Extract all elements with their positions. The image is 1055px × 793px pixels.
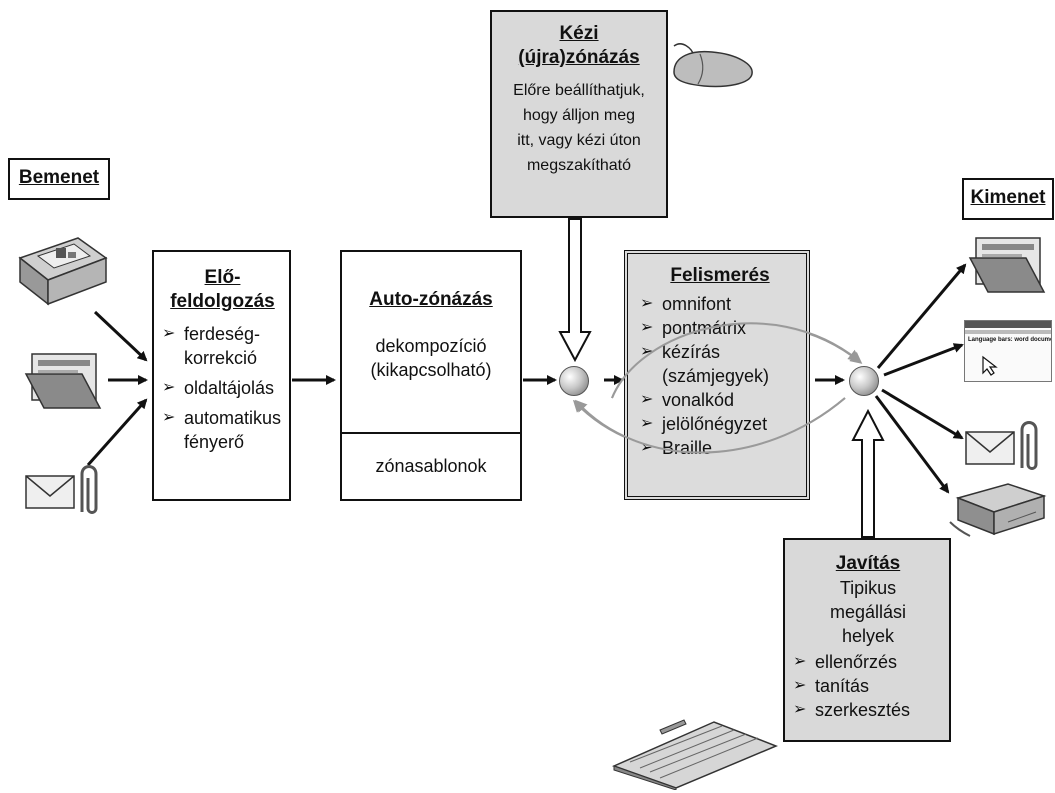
marker-icon: ➢ — [793, 677, 807, 694]
cursor-icon — [982, 355, 998, 376]
list-item: ➢ Braille — [638, 436, 802, 460]
manual-description: Előre beállíthatjuk, hogy álljon meg itt… — [492, 78, 666, 178]
correction-item-text: tanítás — [815, 676, 870, 696]
autozone-box: Auto-zónázás dekompozíció (kikapcsolható… — [340, 250, 522, 501]
preprocess-item-text: oldaltájolás — [184, 378, 275, 398]
preprocess-box: Elő- feldolgozás ➢ ferdeség-korrekció ➢ ol… — [152, 250, 291, 501]
preprocess-item-text: automatikus — [184, 408, 282, 428]
list-item: ➢ jelölőnégyzet — [638, 412, 802, 436]
correction-title: Javítás — [835, 553, 901, 574]
marker-icon: ➢ — [640, 319, 654, 336]
marker-icon: ➢ — [640, 391, 654, 408]
autozone-line-1: dekompozíció — [375, 336, 487, 356]
arrow-junction-to-mail-out — [881, 388, 964, 440]
list-item: ➢ omnifont — [638, 292, 802, 316]
arrow-mail-to-preprocess — [86, 398, 148, 466]
list-item: ➢ szerkesztés — [791, 698, 945, 722]
recognition-title: Felismerés — [670, 265, 770, 286]
correction-item-text: ellenőrzés — [815, 652, 898, 672]
correction-line: Tipikus — [839, 578, 897, 598]
marker-icon: ➢ — [162, 325, 176, 342]
mail-attachment-icon — [25, 465, 98, 514]
recognition-item-text: vonalkód — [662, 390, 735, 410]
marker-icon: ➢ — [162, 409, 176, 426]
recognition-item-text: Braille — [662, 438, 713, 458]
output-label-text: Kimenet — [970, 187, 1046, 208]
autozone-title: Auto-zónázás — [369, 289, 493, 310]
marker-icon: ➢ — [640, 439, 654, 456]
list-item: ➢ tanítás — [791, 674, 945, 698]
arrow-scanner-to-preprocess — [93, 310, 148, 362]
marker-icon: ➢ — [793, 653, 807, 670]
scanner-icon — [18, 237, 108, 306]
printer-icon — [949, 483, 1047, 537]
preprocess-title-2: feldolgozás — [170, 291, 275, 312]
folder-out-icon — [968, 237, 1046, 293]
list-item: ➢ ferdeség-korrekció — [160, 322, 285, 370]
recognition-item-text: pontmátrix — [662, 318, 747, 338]
input-label-text: Bemenet — [18, 167, 100, 188]
manual-line: itt, vagy kézi úton — [517, 132, 641, 149]
autozone-divider — [342, 432, 520, 434]
arrow-junction-to-screen-out — [883, 343, 964, 377]
recognition-list: ➢ omnifont ➢ pontmátrix ➢ kézírás (számjegye… — [638, 292, 802, 460]
keyboard-icon — [611, 719, 779, 790]
correction-list: ➢ ellenőrzés ➢ tanítás ➢ szerkesztés — [791, 650, 945, 722]
arrow-junction-to-printer-out — [874, 395, 950, 494]
manual-line: hogy álljon meg — [522, 107, 636, 124]
recognition-box: Felismerés ➢ omnifont ➢ pontmátrix ➢ kézírá… — [624, 250, 810, 500]
marker-icon: ➢ — [640, 343, 654, 360]
preprocess-item-cont: korrekció — [184, 348, 258, 368]
correction-box: Javítás Tipikus megállási helyek ➢ ellenő… — [783, 538, 951, 742]
correction-line: helyek — [841, 626, 895, 646]
correction-item-text: szerkesztés — [815, 700, 911, 720]
marker-icon: ➢ — [640, 295, 654, 312]
marker-icon: ➢ — [640, 415, 654, 432]
recognition-item-text: omnifont — [662, 294, 732, 314]
list-item: ➢ pontmátrix — [638, 316, 802, 340]
manual-line: megszakítható — [526, 157, 632, 174]
junction-circle-1 — [559, 366, 589, 396]
recognition-item-text: kézírás — [662, 342, 721, 362]
list-item: ➢ vonalkód — [638, 388, 802, 412]
manual-zoning-box: Kézi (újra)zónázás Előre beállíthatjuk, … — [490, 10, 668, 218]
list-item: ➢ oldaltájolás — [160, 376, 285, 400]
marker-icon: ➢ — [162, 379, 176, 396]
preprocess-title-1: Elő- — [204, 267, 241, 288]
window-titlebar — [965, 321, 1051, 328]
window-text: Language bars: word documentation — [968, 337, 1051, 343]
recognition-item-text: jelölőnégyzet — [662, 414, 768, 434]
correction-line: megállási — [829, 602, 907, 622]
junction-circle-2 — [849, 366, 879, 396]
manual-title-2: (újra)zónázás — [518, 47, 640, 68]
recognition-item-cont: (számjegyek) — [662, 366, 770, 386]
list-item: ➢ automatikus fényerő — [160, 406, 285, 454]
mail-attachment-out-icon — [965, 421, 1038, 470]
list-item: ➢ ellenőrzés — [791, 650, 945, 674]
mouse-icon — [673, 43, 753, 88]
input-label: Bemenet — [8, 158, 110, 200]
document-window-icon: Language bars: word documentation — [964, 320, 1052, 382]
manual-line: Előre beállíthatjuk, — [513, 82, 645, 99]
preprocess-item-text: ferdeség- — [184, 324, 261, 344]
marker-icon: ➢ — [793, 701, 807, 718]
autozone-templates: zónasablonok — [375, 456, 487, 476]
output-label: Kimenet — [962, 178, 1054, 220]
list-item: ➢ kézírás (számjegyek) — [638, 340, 802, 388]
arrow-manual-to-junction — [558, 218, 592, 363]
correction-description: Tipikus megállási helyek — [791, 576, 945, 648]
preprocess-list: ➢ ferdeség-korrekció ➢ oldaltájolás ➢ autom… — [160, 322, 285, 454]
folder-icon — [24, 353, 102, 409]
autozone-line-2: (kikapcsolható) — [370, 360, 492, 380]
window-toolbar — [965, 330, 1051, 334]
preprocess-item-cont: fényerő — [184, 432, 245, 452]
arrow-correction-to-junction — [851, 408, 885, 538]
arrow-junction-to-folder-out — [876, 263, 967, 369]
manual-title-1: Kézi — [559, 23, 599, 44]
